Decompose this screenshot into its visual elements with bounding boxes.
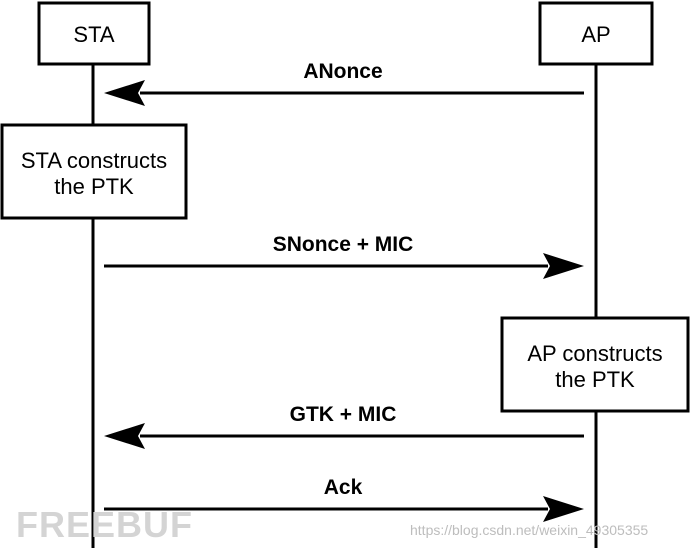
freebuf-watermark: FREEBUF bbox=[16, 504, 193, 545]
message-gtk-mic-arrowhead bbox=[104, 423, 145, 449]
ap-note-line1: AP constructs bbox=[527, 341, 662, 366]
url-watermark: https://blog.csdn.net/weixin_49305355 bbox=[410, 522, 648, 538]
ap-label: AP bbox=[581, 22, 610, 47]
message-snonce-mic: SNonce + MIC bbox=[104, 233, 584, 279]
message-snonce-mic-arrowhead bbox=[543, 253, 584, 279]
message-gtk-mic: GTK + MIC bbox=[104, 403, 584, 449]
message-snonce-mic-label: SNonce + MIC bbox=[273, 233, 414, 256]
sta-note-line2: the PTK bbox=[54, 174, 134, 199]
message-ack-arrowhead bbox=[543, 496, 584, 522]
message-ack-label: Ack bbox=[324, 476, 363, 499]
message-anonce: ANonce bbox=[104, 60, 584, 106]
message-ack: Ack bbox=[104, 476, 584, 522]
message-anonce-label: ANonce bbox=[303, 60, 382, 83]
sta-constructs-ptk-note: STA constructs the PTK bbox=[0, 123, 188, 220]
message-gtk-mic-label: GTK + MIC bbox=[290, 403, 397, 426]
sta-label: STA bbox=[73, 22, 114, 47]
sta-note-line1: STA constructs bbox=[21, 148, 167, 173]
ap-note-line2: the PTK bbox=[555, 367, 635, 392]
message-anonce-arrowhead bbox=[104, 80, 145, 106]
sta-participant: STA bbox=[37, 1, 151, 66]
ap-constructs-ptk-note: AP constructs the PTK bbox=[500, 316, 690, 413]
ap-participant: AP bbox=[538, 1, 654, 66]
